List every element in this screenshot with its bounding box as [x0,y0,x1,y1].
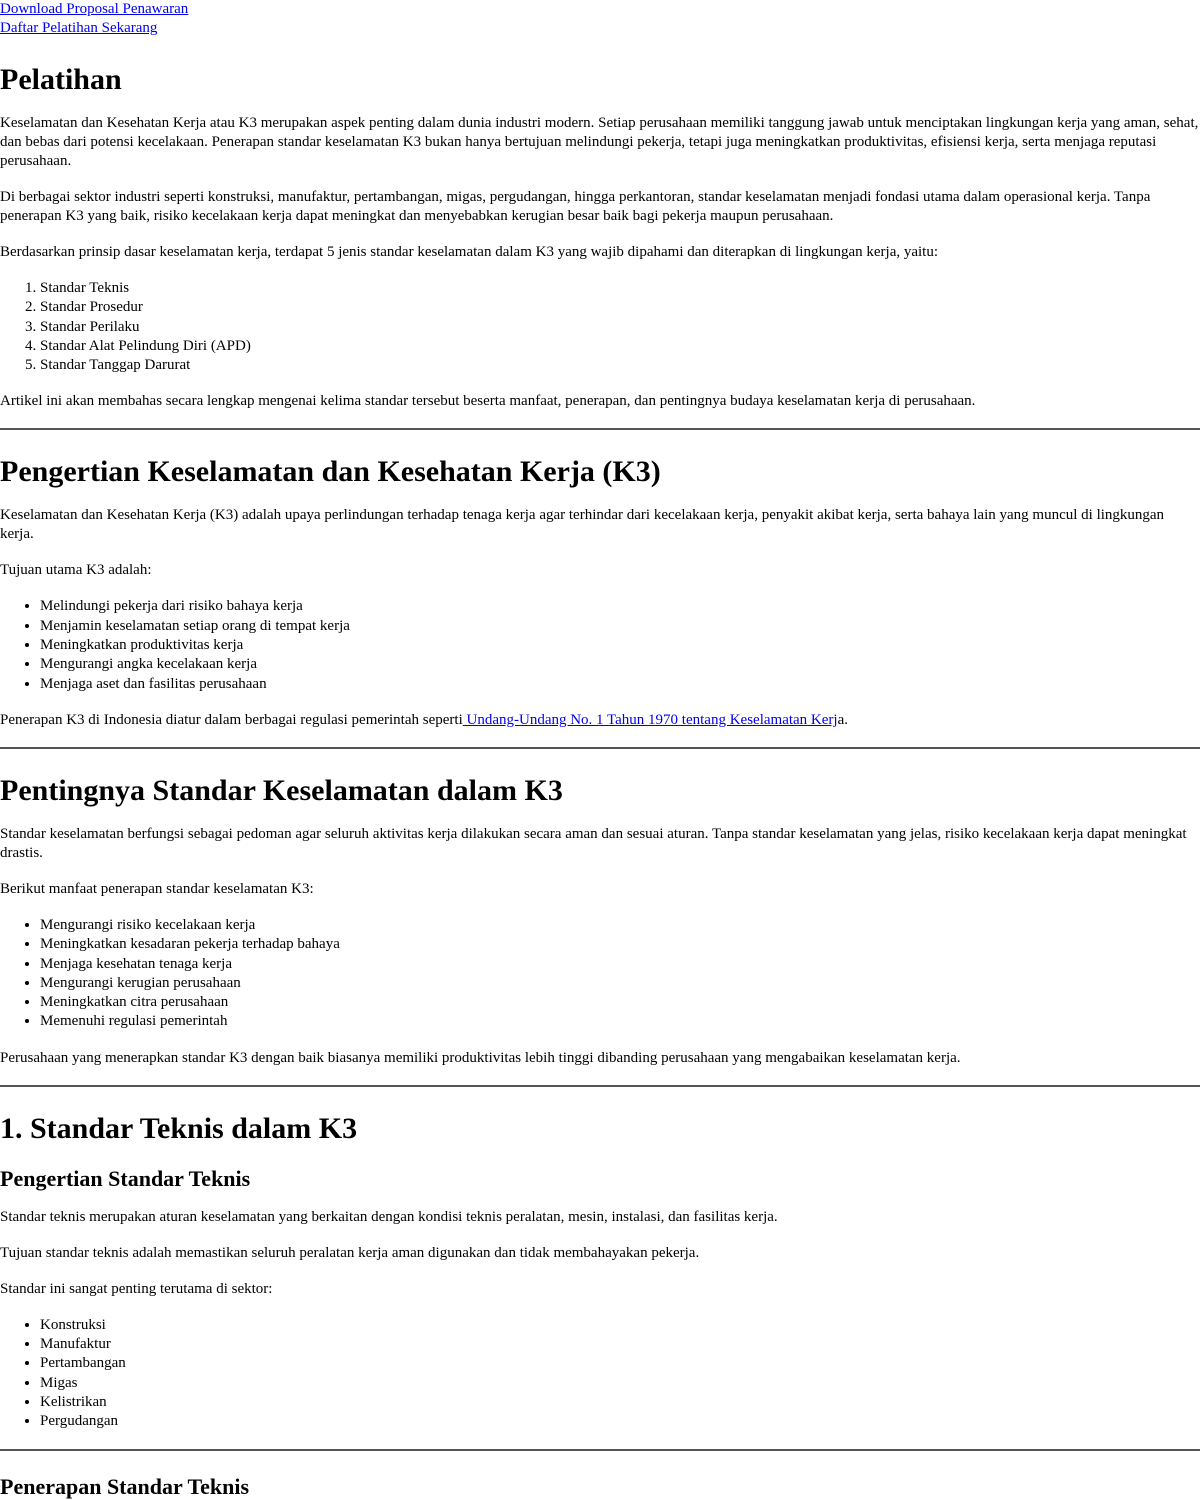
list-item: Meningkatkan produktivitas kerja [40,636,1200,655]
goals-list: Melindungi pekerja dari risiko bahaya ke… [0,597,1200,693]
importance-paragraph-1: Standar keselamatan berfungsi sebagai pe… [0,825,1187,861]
definition-paragraph-1: Keselamatan dan Kesehatan Kerja (K3) ada… [0,507,1165,543]
technical-paragraph-3: Standar ini sangat penting terutama di s… [0,1280,273,1297]
list-item: Standar Teknis [40,279,1200,298]
intro-paragraph-4: Artikel ini akan membahas secara lengkap… [0,393,976,410]
sectors-list: Konstruksi Manufaktur Pertambangan Migas… [0,1316,1200,1432]
list-item: Standar Tanggap Darurat [40,356,1200,375]
technical-paragraph-2: Tujuan standar teknis adalah memastikan … [0,1244,700,1261]
intro-section: Pelatihan Keselamatan dan Kesehatan Kerj… [0,62,1200,411]
subsection-title: Pengertian Standar Teknis [0,1165,251,1191]
list-item: Menjaga aset dan fasilitas perusahaan [40,675,1200,694]
list-item: Mengurangi kerugian perusahaan [40,974,1200,993]
benefits-list: Mengurangi risiko kecelakaan kerja Menin… [0,916,1200,1032]
list-item: Mengurangi angka kecelakaan kerja [40,655,1200,674]
intro-paragraph-3: Berdasarkan prinsip dasar keselamatan ke… [0,244,939,260]
section-title: Pengertian Keselamatan dan Kesehatan Ker… [0,455,661,489]
section-title: 1. Standar Teknis dalam K3 [0,1111,358,1145]
list-item: Kelistrikan [40,1393,1200,1412]
technical-paragraph-1: Standar teknis merupakan aturan keselama… [0,1208,778,1225]
list-item: Standar Perilaku [40,318,1200,337]
regulation-text: Penerapan K3 di Indonesia diatur dalam b… [0,711,463,728]
intro-paragraph-1: Keselamatan dan Kesehatan Kerja atau K3 … [0,115,1199,169]
definition-section: Pengertian Keselamatan dan Kesehatan Ker… [0,454,1200,729]
importance-section: Pentingnya Standar Keselamatan dalam K3 … [0,773,1200,1068]
list-item: Mengurangi risiko kecelakaan kerja [40,916,1200,935]
technical-section: 1. Standar Teknis dalam K3 Pengertian St… [0,1111,1200,1432]
page-title: Pelatihan [0,63,122,96]
list-item: Manufaktur [40,1335,1200,1354]
list-item: Memenuhi regulasi pemerintah [40,1012,1200,1031]
list-item: Standar Prosedur [40,298,1200,317]
list-item: Pergudangan [40,1412,1200,1431]
list-item: Standar Alat Pelindung Diri (APD) [40,337,1200,356]
standards-list: Standar Teknis Standar Prosedur Standar … [0,279,1200,375]
divider [0,746,1200,749]
list-item: Melindungi pekerja dari risiko bahaya ke… [40,597,1200,616]
list-item: Meningkatkan kesadaran pekerja terhadap … [40,935,1200,954]
subsection-title: Penerapan Standar Teknis [0,1473,250,1499]
download-proposal-link[interactable]: Download Proposal Penawaran [0,1,189,17]
regulation-paragraph: Penerapan K3 di Indonesia diatur dalam b… [0,711,1200,730]
top-links: Download Proposal Penawaran Daftar Pelat… [0,0,1200,38]
divider [0,1084,1200,1087]
definition-paragraph-2: Tujuan utama K3 adalah: [0,562,152,579]
intro-paragraph-2: Di berbagai sektor industri seperti kons… [0,189,1151,224]
list-item: Menjaga kesehatan tenaga kerja [40,955,1200,974]
list-item: Menjamin keselamatan setiap orang di tem… [40,617,1200,636]
importance-paragraph-2: Berikut manfaat penerapan standar kesela… [0,880,314,897]
register-training-link[interactable]: Daftar Pelatihan Sekarang [0,20,158,36]
divider [0,1448,1200,1451]
list-item: Pertambangan [40,1354,1200,1373]
list-item: Meningkatkan citra perusahaan [40,993,1200,1012]
regulation-link[interactable]: Undang-Undang No. 1 Tahun 1970 tentang K… [462,711,838,728]
divider [0,428,1200,431]
list-item: Migas [40,1374,1200,1393]
section-title: Pentingnya Standar Keselamatan dalam K3 [0,773,563,807]
importance-paragraph-3: Perusahaan yang menerapkan standar K3 de… [0,1049,961,1066]
list-item: Konstruksi [40,1316,1200,1335]
regulation-text-end: a. [837,711,848,728]
